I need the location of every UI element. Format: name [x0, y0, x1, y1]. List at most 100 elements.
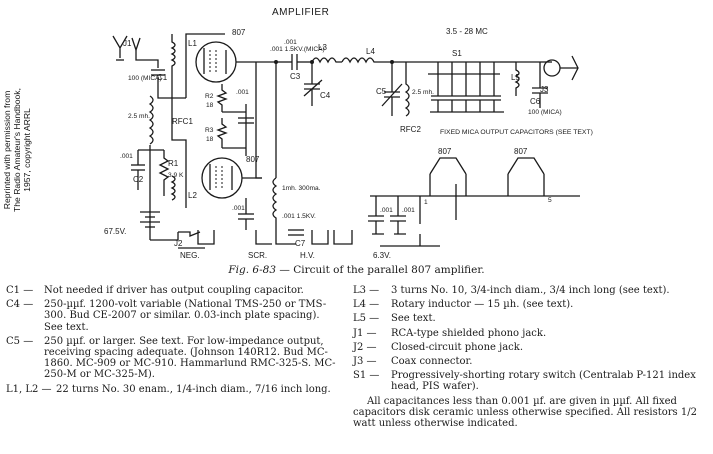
fixed-mica-capacitors: [430, 74, 504, 113]
band-label: 3.5 - 28 MC: [446, 27, 488, 36]
part-desc: Closed-circuit phone jack.: [391, 341, 524, 353]
l5-label: L5: [511, 73, 520, 82]
part-ref: C5 —: [6, 335, 34, 347]
l1-grid-coil: [170, 34, 176, 76]
part-ref: J1 —: [353, 327, 377, 339]
c2-value: .001: [120, 153, 133, 160]
s1-rotary-switch: [428, 61, 500, 75]
tube-upper-label: 807: [232, 28, 246, 37]
socket-b-label: 807: [514, 147, 528, 156]
amplifier-schematic: AMPLIFIER 3.5 - 28 MC J1 C1 100 (MICA) 2…: [104, 7, 593, 260]
c7-value: .001 1.5KV.: [282, 213, 316, 220]
part-desc: See text.: [391, 313, 436, 325]
bypass-cap-a: [238, 117, 254, 124]
part-desc: 22 turns No. 30 enam., 1/4-inch diam., 7…: [56, 383, 331, 395]
r1-resistor: [158, 150, 170, 196]
parts-entry: J2 — Closed-circuit phone jack.: [353, 342, 705, 353]
part-ref: S1 —: [353, 370, 380, 382]
heater-wiring: [368, 195, 580, 247]
choke-value: 1mh. 300ma.: [282, 185, 321, 192]
rfc1-choke: [148, 95, 154, 145]
r3-value: 18: [206, 136, 214, 143]
rfc2-label: RFC2: [400, 125, 421, 134]
socket-a-label: 807: [438, 147, 452, 156]
credit-line-1: Reprinted with permission from: [2, 91, 12, 209]
part-desc: Coax connector.: [391, 356, 473, 368]
bias-battery: [140, 211, 160, 228]
c2-capacitor: [131, 150, 145, 190]
part-desc: 250 µµf. or larger. See text. For low-im…: [44, 335, 336, 381]
heater-cap-b: .001: [402, 207, 415, 214]
l4-rotary-inductor: [341, 57, 392, 64]
part-desc: Progressively-shorting rotary switch (Ce…: [391, 370, 696, 393]
j1-label: J1: [123, 39, 132, 48]
c2-label: C2: [133, 175, 144, 184]
parts-entry: S1 — Progressively-shorting rotary switc…: [353, 370, 705, 392]
c3-label: C3: [290, 72, 301, 81]
part-desc: 250-µµf. 1200-volt variable (National TM…: [44, 299, 327, 333]
rfc2-choke: [404, 62, 410, 117]
l2-grid-coil: [170, 175, 176, 201]
l2-label: L2: [188, 191, 197, 200]
c6-label: C6: [530, 97, 541, 106]
battery-label: 67.5V.: [104, 227, 126, 236]
rfc1-label: RFC1: [172, 117, 193, 126]
c4-tuning-capacitor: [303, 62, 323, 106]
parts-entry: J1 — RCA-type shielded phono jack.: [353, 328, 705, 339]
part-ref: L1, L2 —: [6, 383, 52, 395]
j3-coax-connector: [543, 55, 579, 81]
c4-label: C4: [320, 91, 331, 100]
socket-807-b: [507, 157, 545, 196]
figure-caption: Fig. 6-83 — Circuit of the parallel 807 …: [0, 264, 713, 276]
power-terminals: [197, 230, 353, 245]
c3-capacitor: [291, 54, 298, 70]
c6-value: 100 (MICA): [528, 109, 562, 116]
tube-lower-label: 807: [246, 155, 260, 164]
heater-terminal: 6.3V.: [373, 251, 391, 260]
l3-coil: [311, 57, 342, 64]
c7-label: C7: [295, 239, 306, 248]
part-desc: RCA-type shielded phono jack.: [391, 327, 547, 339]
tube-807-upper: [195, 41, 256, 83]
bypass-cap-a-value: .001: [236, 89, 249, 96]
c7-capacitor: [288, 229, 304, 236]
part-ref: L4 —: [353, 299, 380, 311]
r3-label: R3: [205, 127, 214, 134]
rfc1-value: 2.5 mh.: [128, 113, 150, 120]
socket-807-a: [429, 157, 467, 220]
part-ref: C4 —: [6, 299, 34, 311]
bypass-cap-b: [238, 198, 254, 230]
part-ref: C1 —: [6, 285, 34, 296]
r2-value: 18: [206, 102, 214, 109]
parts-entry: J3 — Coax connector.: [353, 356, 705, 367]
j3-label: J3: [540, 85, 549, 94]
plate-choke: [272, 177, 278, 226]
hv-terminal: H.V.: [300, 251, 315, 260]
neg-terminal: NEG.: [180, 251, 200, 260]
c3-value: .001 1.5KV.(MICA): [270, 46, 325, 53]
r3-resistor: [216, 118, 228, 148]
parts-entry: C5 — 250 µµf. or larger. See text. For l…: [6, 336, 341, 381]
socket-a-pin1: 1: [424, 199, 428, 206]
scr-terminal: SCR.: [248, 251, 267, 260]
parts-list-left: C1 — Not needed if driver has output cou…: [6, 285, 341, 398]
mica-note: FIXED MICA OUTPUT CAPACITORS (SEE TEXT): [440, 129, 593, 136]
r2-label: R2: [205, 93, 214, 100]
copyright-credit: Reprinted with permission from The Radio…: [0, 0, 34, 262]
part-ref: J3 —: [353, 356, 377, 368]
c1-label: C1: [157, 73, 168, 82]
l3-label: L3: [318, 43, 327, 52]
parts-entry: L1, L2 — 22 turns No. 30 enam., 1/4-inch…: [6, 384, 341, 395]
credit-line-2: The Radio Amateur's Handbook,: [12, 88, 22, 212]
part-desc: Rotary inductor — 15 µh. (see text).: [391, 299, 574, 311]
l1-label: L1: [188, 39, 197, 48]
figure-title: — Circuit of the parallel 807 amplifier.: [276, 264, 485, 276]
schematic-title: AMPLIFIER: [272, 7, 329, 18]
c5-loading-capacitor: [381, 62, 403, 116]
c6-capacitor: [532, 62, 548, 108]
rfc2-value: 2.5 mh.: [412, 89, 434, 96]
bypass-cap-b-value: .001: [232, 205, 245, 212]
s1-label: S1: [452, 49, 462, 58]
r2-resistor: [216, 84, 228, 112]
parts-entry: C4 — 250-µµf. 1200-volt variable (Nation…: [6, 299, 341, 333]
